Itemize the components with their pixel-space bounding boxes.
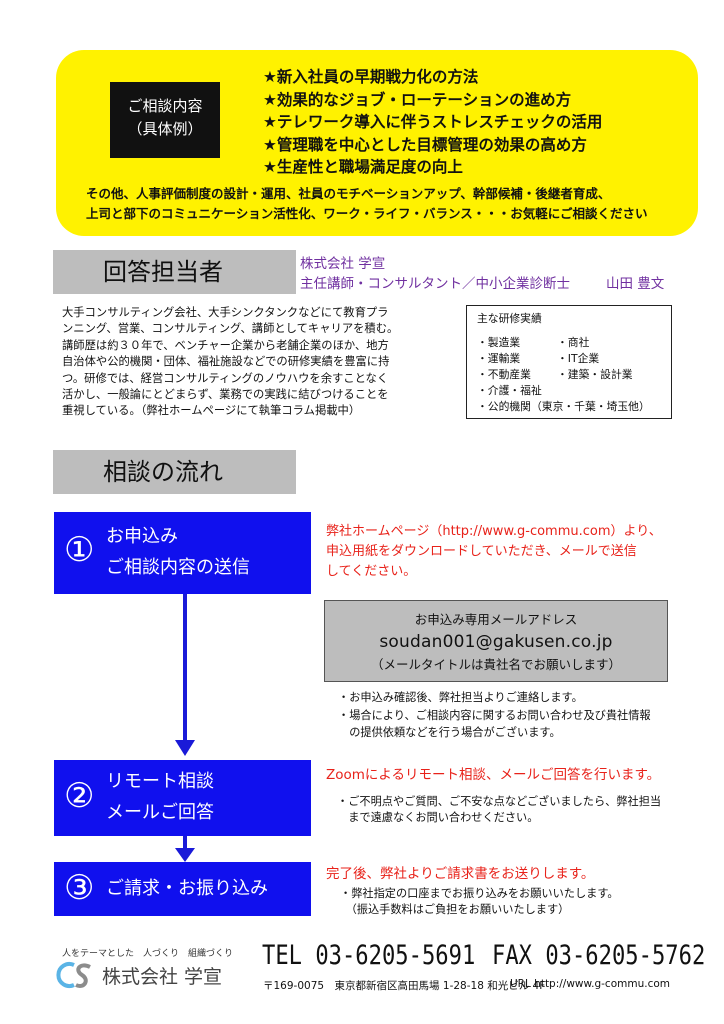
mail-address-box: お申込み専用メールアドレス soudan001@gakusen.co.jp （メ…	[324, 600, 668, 682]
bio-line: 講師歴は約３０年で、ベンチャー企業から老舗企業のほか、地方	[62, 338, 389, 352]
consultation-label: ご相談内容 （具体例）	[110, 82, 220, 158]
step1-box: ① お申込み ご相談内容の送信	[54, 512, 311, 594]
respondent-company: 株式会社 学宣	[300, 256, 386, 272]
mail-address-label: お申込み専用メールアドレス	[414, 612, 578, 627]
training-record-col2: ・商社 ・IT企業 ・建築・設計業	[557, 335, 633, 383]
respondent-heading-bar: 回答担当者	[53, 250, 296, 294]
record-item: ・商社	[557, 336, 590, 349]
step2-note: Zoomによるリモート相談、メールご回答を行います。	[326, 767, 661, 783]
bio-line: 大手コンサルティング会社、大手シンクタンクなどにて教育プラ	[62, 306, 389, 319]
bio-line: 自治体や公的機関・団体、福祉施設などでの研修実績を豊富に持	[62, 355, 390, 369]
step2-box: ② リモート相談 メールご回答	[54, 760, 311, 836]
record-item: ・IT企業	[557, 352, 600, 365]
consultation-label-line1: ご相談内容	[127, 97, 203, 115]
flow-arrow-down-icon	[175, 848, 195, 862]
mail-address[interactable]: soudan001@gakusen.co.jp	[379, 632, 613, 652]
consultation-note-line1: その他、人事評価制度の設計・運用、社員のモチベーションアップ、幹部候補・後継者育…	[86, 186, 611, 201]
step3-bullets: ・弊社指定の口座までお振り込みをお願いいたします。 （振込手数料はご負担をお願い…	[340, 886, 619, 918]
step3-title: ご請求・お振り込み	[106, 878, 268, 899]
respondent-heading: 回答担当者	[103, 258, 223, 286]
fax-number: FAX 03-6205-5762	[492, 940, 706, 971]
step1-number: ①	[64, 530, 95, 570]
flow-connector-line	[183, 836, 187, 850]
step2-bullet: ・ご不明点やご質問、ご不安な点などございましたら、弊社担当	[337, 795, 662, 808]
consultation-note: その他、人事評価制度の設計・運用、社員のモチベーションアップ、幹部候補・後継者育…	[86, 184, 648, 224]
flow-heading-bar: 相談の流れ	[53, 450, 296, 494]
step1-bullet: ・場合により、ご相談内容に関するお問い合わせ及び貴社情報	[338, 708, 651, 722]
record-item: ・運輸業	[477, 352, 521, 365]
company-url-link[interactable]: URL http://www.g-commu.com	[510, 978, 670, 990]
step1-note: 弊社ホームページ（http://www.g-commu.com）より、 申込用紙…	[326, 522, 662, 582]
consultation-items: ★新入社員の早期戦力化の方法 ★効果的なジョブ・ローテーションの進め方 ★テレワ…	[263, 66, 602, 179]
consultation-item: ★テレワーク導入に伴うストレスチェックの活用	[263, 113, 603, 131]
company-tagline: 人をテーマとした 人づくり 組織づくり	[62, 949, 234, 959]
training-record-box: 主な研修実績 ・製造業 ・運輸業 ・不動産業 ・介護・福祉 ・公的機関（東京・千…	[466, 305, 672, 419]
respondent-bio: 大手コンサルティング会社、大手シンクタンクなどにて教育プラ ンニング、営業、コン…	[62, 305, 455, 420]
respondent-name: 山田 豊文	[606, 276, 665, 292]
step1-title-line1: お申込み	[106, 526, 178, 547]
flow-connector-line	[183, 594, 187, 746]
step2-title-line1: リモート相談	[106, 771, 214, 792]
consultation-item: ★生産性と職場満足度の向上	[263, 158, 463, 176]
step3-box: ③ ご請求・お振り込み	[54, 862, 311, 916]
phone-number[interactable]: TEL 03-6205-5691	[262, 940, 476, 971]
step2-title-line2: メールご回答	[106, 802, 214, 823]
training-record-title: 主な研修実績	[477, 312, 542, 325]
bio-line: 活かし、一般論にとどまらず、業務での実践に結びつけることを	[62, 388, 389, 402]
bio-line: 重視している。（弊社ホームページにて執筆コラム掲載中）	[62, 404, 361, 418]
step3-bullet: （振込手数料はご負担をお願いいたします）	[340, 903, 570, 916]
step3-bullet: ・弊社指定の口座までお振り込みをお願いいたします。	[340, 887, 619, 900]
step2-bullet: まで遠慮なくお問い合わせください。	[337, 811, 539, 824]
step2-bullets: ・ご不明点やご質問、ご不安な点などございましたら、弊社担当 まで遠慮なくお問い合…	[337, 794, 661, 826]
company-logo-icon	[56, 962, 91, 988]
consultation-item: ★効果的なジョブ・ローテーションの進め方	[263, 90, 572, 109]
record-item: ・製造業	[477, 336, 521, 349]
step1-note-line: してください。	[326, 564, 417, 579]
consultation-note-line2: 上司と部下のコミュニケーション活性化、ワーク・ライフ・バランス・・・お気軽にご相…	[86, 206, 648, 221]
step2-number: ②	[64, 776, 95, 816]
record-item: ・公的機関（東京・千葉・埼玉他）	[477, 400, 650, 413]
step1-bullets: ・お申込み確認後、弊社担当よりご連絡します。 ・場合により、ご相談内容に関するお…	[338, 689, 651, 742]
training-record-col1: ・製造業 ・運輸業 ・不動産業 ・介護・福祉 ・公的機関（東京・千葉・埼玉他）	[477, 335, 650, 415]
record-item: ・建築・設計業	[557, 368, 633, 381]
company-logo-name: 株式会社 学宣	[102, 966, 223, 988]
bio-line: つ。研修では、経営コンサルティングのノウハウを余すことなく	[62, 371, 389, 385]
record-item: ・介護・福祉	[477, 384, 542, 397]
step1-note-line: 申込用紙をダウンロードしていただき、メールで送信	[326, 544, 637, 559]
step1-title-line2: ご相談内容の送信	[106, 557, 250, 578]
flow-arrow-down-icon	[175, 740, 195, 756]
respondent-title: 主任講師・コンサルタント／中小企業診断士	[300, 276, 570, 292]
mail-address-subnote: （メールタイトルは貴社名でお願いします）	[370, 657, 621, 672]
record-item: ・不動産業	[477, 368, 531, 381]
consultation-item: ★管理職を中心とした目標管理の効果の高め方	[263, 135, 587, 154]
step1-bullet: の提供依頼などを行う場合がございます。	[338, 726, 561, 739]
step1-bullet: ・お申込み確認後、弊社担当よりご連絡します。	[338, 691, 583, 704]
company-address: 〒169-0075 東京都新宿区高田馬場 1-28-18 和光ビル 4F	[263, 980, 546, 992]
step1-note-line: 弊社ホームページ（http://www.g-commu.com）より、	[326, 524, 662, 539]
consultation-item: ★新入社員の早期戦力化の方法	[263, 68, 479, 86]
step3-number: ③	[64, 868, 95, 908]
step3-note: 完了後、弊社よりご請求書をお送りします。	[326, 866, 595, 882]
flow-heading: 相談の流れ	[103, 458, 223, 486]
consultation-label-line2: （具体例）	[127, 120, 203, 138]
bio-line: ンニング、営業、コンサルティング、講師としてキャリアを積む。	[62, 322, 399, 336]
